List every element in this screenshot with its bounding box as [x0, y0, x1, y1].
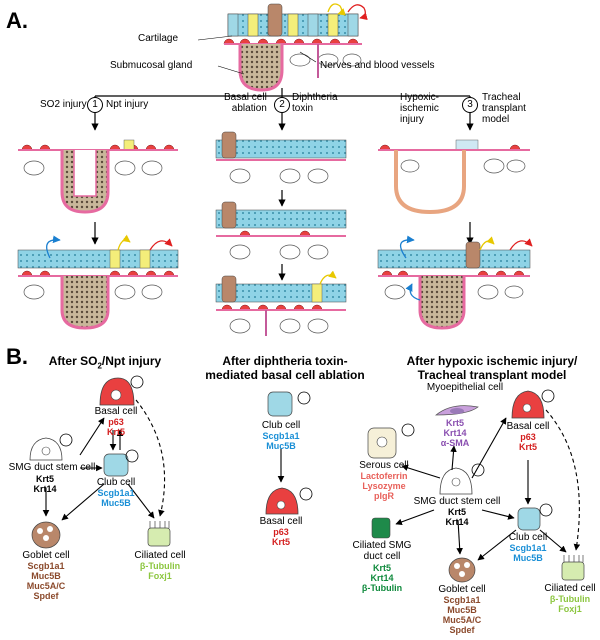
b1-goblet-m4: Spdef: [33, 591, 59, 601]
b3-club-name: Club cell: [508, 532, 548, 543]
b1-smg-m1: Krt5: [35, 474, 54, 484]
b3-serous-m2: Lysozyme: [362, 481, 406, 491]
injury-1-left: SO2 injury: [40, 99, 87, 110]
b3-myo-name: Myoepithelial cell: [426, 382, 504, 393]
b3-smg-name: SMG duct stem cell: [413, 496, 501, 507]
b3-serous-m1: Lactoferrin: [360, 471, 408, 481]
b1-club-m2: Muc5B: [101, 498, 131, 508]
injury-3-left: Hypoxic- ischemic injury: [400, 92, 439, 125]
b-col1-cells: [29, 375, 171, 549]
b3-goblet-m3: Muc5A/C: [442, 615, 482, 625]
b3-ciliated-name: Ciliated cell: [544, 583, 596, 594]
b1-goblet-name: Goblet cell: [22, 550, 70, 561]
b1-smg-name: SMG duct stem cell: [8, 462, 96, 473]
b3-goblet-m4: Spdef: [449, 625, 475, 635]
b3-basal-name: Basal cell: [506, 421, 550, 432]
injury-2-left: Basal cell ablation: [224, 92, 267, 114]
b1-basal-m2: Krt5: [106, 427, 125, 437]
b1-basal-m1: p63: [108, 417, 124, 427]
b1-club-m1: Scgb1a1: [97, 488, 135, 498]
b3-smg-m1: Krt5: [447, 507, 466, 517]
b3-ciliated-smg-m3: β-Tubulin: [361, 583, 403, 593]
b3-goblet-m1: Scgb1a1: [443, 595, 481, 605]
cartilage-label: Cartilage: [138, 33, 179, 44]
injury-1-right: Npt injury: [106, 99, 149, 110]
b1-ciliated-name: Ciliated cell: [134, 550, 186, 561]
b3-ciliated-smg-name1: Ciliated SMG: [352, 540, 412, 551]
epithelium-col3-stages: [377, 139, 533, 330]
epithelium-col1-repaired: [17, 234, 179, 330]
epithelium-top: [223, 3, 368, 92]
b-col1-title: After SO2/Npt injury: [30, 354, 180, 373]
b-col1-title-part2: /Npt injury: [101, 354, 162, 368]
b1-goblet-m1: Scgb1a1: [27, 561, 65, 571]
b1-goblet-m2: Muc5B: [31, 571, 61, 581]
b-col3-title-1: After hypoxic ischemic injury/: [406, 354, 578, 368]
b-col2-title-2: mediated basal cell ablation: [205, 368, 365, 382]
panel-b-label: B.: [6, 344, 28, 369]
b1-club-name: Club cell: [96, 477, 136, 488]
b3-ciliated-m1: β-Tubulin: [549, 594, 591, 604]
b2-club-name: Club cell: [261, 420, 301, 431]
injury-2-number: 2: [274, 97, 290, 113]
b3-ciliated-smg-name2: duct cell: [363, 551, 401, 562]
b3-myo-m3: α-SMA: [440, 438, 470, 448]
b2-basal-m2: Krt5: [271, 537, 290, 547]
panel-a-label: A.: [6, 8, 28, 33]
b3-club-m2: Muc5B: [513, 553, 543, 563]
b3-ciliated-m2: Foxj1: [558, 604, 582, 614]
b3-serous-m3: pIgR: [374, 491, 394, 501]
b3-myo-m1: Krt5: [445, 418, 464, 428]
b3-ciliated-smg-m2: Krt14: [370, 573, 394, 583]
b2-basal-name: Basal cell: [259, 516, 303, 527]
b-col1-title-sub: 2: [97, 361, 102, 371]
b1-ciliated-m1: β-Tubulin: [139, 561, 181, 571]
nerves-label: Nerves and blood vessels: [320, 60, 435, 71]
b1-basal-name: Basal cell: [94, 406, 138, 417]
injury-1-number: 1: [87, 97, 103, 113]
b3-myo-m2: Krt14: [443, 428, 467, 438]
submucosal-gland-label: Submucosal gland: [110, 60, 193, 71]
epithelium-col1-injured: [18, 139, 178, 214]
b3-club-m1: Scgb1a1: [509, 543, 547, 553]
injury-3-right: Tracheal transplant model: [482, 92, 526, 125]
b3-basal-m1: p63: [520, 432, 536, 442]
b1-smg-m2: Krt14: [33, 484, 57, 494]
b2-basal-m1: p63: [273, 527, 289, 537]
b2-club-m2: Muc5B: [266, 441, 296, 451]
b3-goblet-name: Goblet cell: [438, 584, 486, 595]
epithelium-col2-stages: [215, 131, 347, 336]
b3-ciliated-smg-m1: Krt5: [372, 563, 391, 573]
b1-goblet-m3: Muc5A/C: [26, 581, 66, 591]
b-col3-title-2: Tracheal transplant model: [417, 368, 567, 382]
b3-basal-m2: Krt5: [518, 442, 537, 452]
b-col1-title-part1: After SO: [48, 354, 98, 368]
b-col3-cells: [367, 389, 585, 583]
injury-3-number: 3: [462, 97, 478, 113]
b-col2-title-1: After diphtheria toxin-: [222, 354, 348, 368]
b3-goblet-m2: Muc5B: [447, 605, 477, 615]
b3-smg-m2: Krt14: [445, 517, 469, 527]
b1-ciliated-m2: Foxj1: [148, 571, 172, 581]
b2-club-m1: Scgb1a1: [262, 431, 300, 441]
b-col2-cells: [265, 391, 313, 515]
injury-2-right: Diphtheria toxin: [292, 92, 338, 114]
b3-serous-name: Serous cell: [359, 460, 409, 471]
